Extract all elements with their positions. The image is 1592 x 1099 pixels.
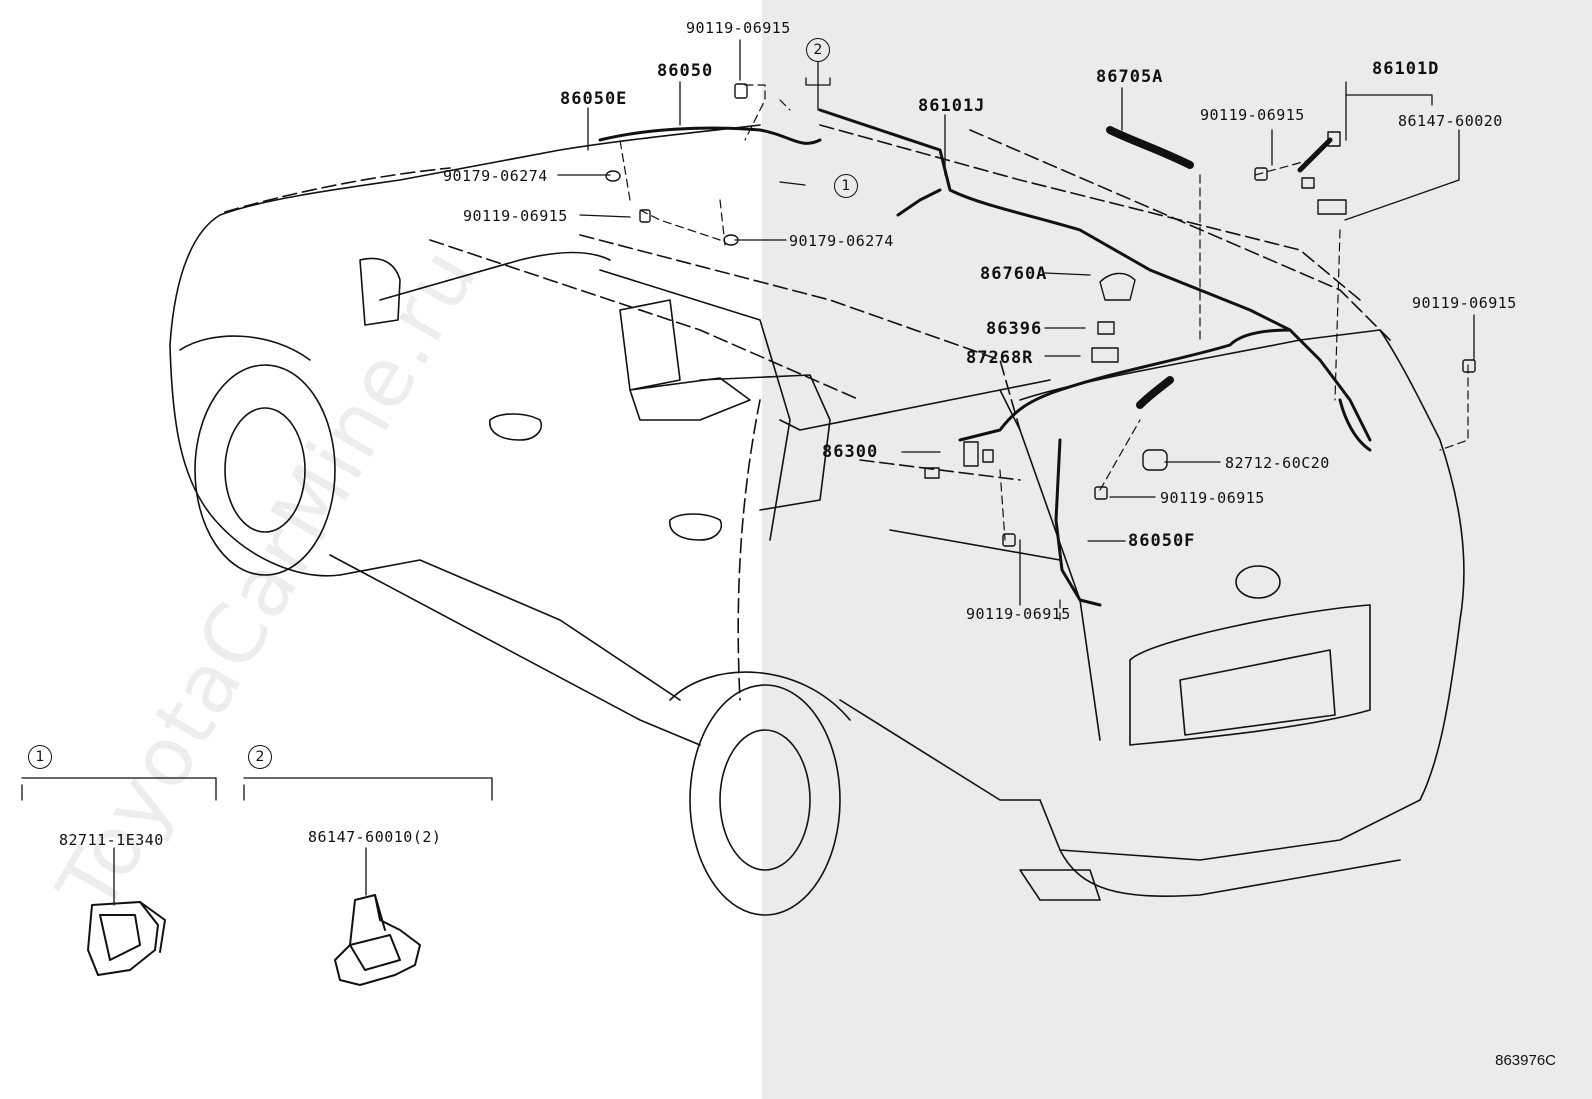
detail-part-2-shape [334,894,421,986]
label-86760a: 86760A [980,264,1048,284]
label-90179-06274-a: 90179-06274 [443,167,548,185]
callout-circle-2-top: 2 [806,38,830,62]
callout-circle-1-detail: 1 [28,745,52,769]
label-90119-06915-center: 90119-06915 [1160,489,1265,507]
callout-circle-1-top: 1 [834,174,858,198]
fasteners [605,83,1476,547]
shaded-background [762,0,1592,1099]
label-86300: 86300 [822,442,879,462]
wire-harness [598,108,1372,607]
label-90119-06915-left: 90119-06915 [463,207,568,225]
label-86050: 86050 [657,61,714,81]
label-82712-60c20: 82712-60C20 [1225,454,1330,472]
label-90179-06274-b: 90179-06274 [789,232,894,250]
label-90119-06915-top: 90119-06915 [686,19,791,37]
wheels [179,335,851,916]
label-86396: 86396 [986,319,1043,339]
label-86705a: 86705A [1096,67,1164,87]
vehicle-body [169,124,1465,901]
label-86050f: 86050F [1128,531,1196,551]
label-86101d: 86101D [1372,59,1440,79]
label-86147-60010: 86147-60010(2) [308,828,442,846]
detail-part-1-shape [87,901,166,976]
label-86101j: 86101J [918,96,986,116]
label-86050e: 86050E [560,89,628,109]
leader-lines [21,39,1475,906]
dashed-guides [619,84,1469,621]
label-87268r: 87268R [966,348,1034,368]
label-90119-06915-right-2: 90119-06915 [1412,294,1517,312]
callout-circle-2-detail: 2 [248,745,272,769]
label-82711-1e340: 82711-1E340 [59,831,164,849]
label-86147-60020: 86147-60020 [1398,112,1503,130]
label-90119-06915-right-1: 90119-06915 [1200,106,1305,124]
label-90119-06915-bottom: 90119-06915 [966,605,1071,623]
figure-id: 863976C [1495,1052,1556,1069]
